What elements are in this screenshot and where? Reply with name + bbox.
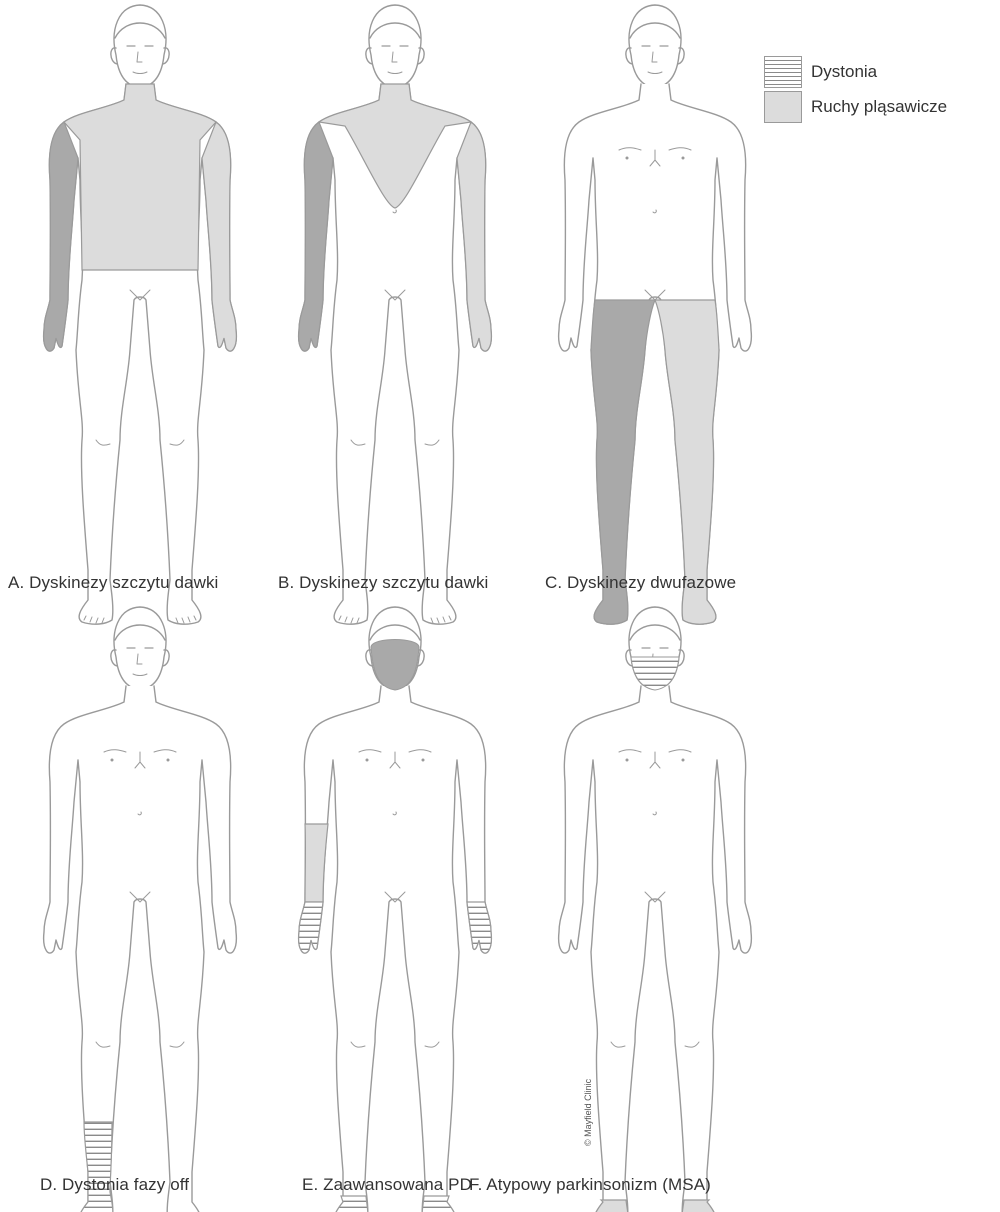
copyright-credit: © Mayfield Clinic [583, 1079, 593, 1146]
region-left-hand-stripes [467, 902, 491, 953]
caption-f: F. Atypowy parkinsonizm (MSA) [469, 1175, 711, 1195]
region-right-arm [44, 122, 78, 351]
panel-d [44, 607, 237, 1212]
caption-a: A. Dyskinezy szczytu dawki [8, 573, 218, 593]
region-face [371, 640, 419, 691]
legend-label-chorea: Ruchy pląsawicze [811, 97, 947, 117]
region-right-forearm [305, 824, 328, 902]
region-torso-upper [64, 84, 216, 270]
panel-c [559, 5, 752, 624]
caption-d: D. Dystonia fazy off [40, 1175, 189, 1195]
legend-swatch-fill [764, 91, 802, 123]
caption-e: E. Zaawansowana PD [302, 1175, 472, 1195]
legend-swatch-stripes [764, 56, 802, 88]
region-right-ankle-stripes [334, 1196, 368, 1212]
caption-b: B. Dyskinezy szczytu dawki [278, 573, 488, 593]
region-right-ankle-stripes [79, 1122, 113, 1212]
region-left-arm [202, 122, 236, 351]
caption-c: C. Dyskinezy dwufazowe [545, 573, 736, 593]
panel-b [299, 5, 492, 624]
region-left-arm [457, 122, 491, 351]
panel-a [44, 5, 237, 624]
region-right-arm [299, 122, 333, 351]
legend-label-dystonia: Dystonia [811, 62, 877, 82]
region-right-hand-stripes [299, 902, 323, 953]
region-mouth-stripes [631, 657, 679, 690]
panel-e [299, 607, 492, 1212]
region-left-ankle-stripes [422, 1196, 456, 1212]
